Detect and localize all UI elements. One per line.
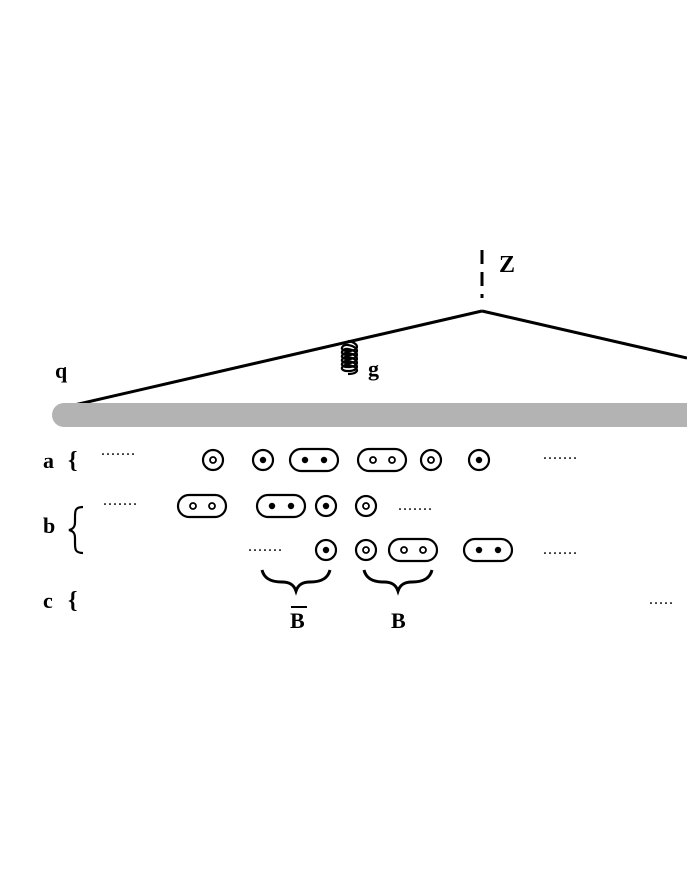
b-label: B <box>391 608 406 633</box>
row-b-lower-ellipsis-right: ....... <box>543 541 578 558</box>
row-a-ellipsis-left: ....... <box>101 442 136 459</box>
row-c-brace: { <box>68 588 77 614</box>
meson-ring-filled <box>201 448 225 472</box>
z-label: Z <box>499 252 515 278</box>
bbar-underbrace <box>260 569 332 596</box>
meson-ring-open <box>354 494 378 518</box>
row-c-ellipsis: ..... <box>649 591 674 608</box>
bbar-label: B <box>290 608 305 633</box>
meson-ring-filled <box>467 448 491 472</box>
meson-ring-open <box>419 448 443 472</box>
row-a-ellipsis-right: ....... <box>543 446 578 463</box>
row-b-brace <box>68 505 84 555</box>
row-b-label: b <box>43 513 55 538</box>
quark-line-right <box>481 309 687 360</box>
meson-ring-filled <box>314 538 338 562</box>
q-label: q <box>55 358 68 383</box>
b-underbrace <box>362 569 434 596</box>
baryon-pill-open <box>387 537 439 563</box>
row-a-brace: { <box>68 448 77 474</box>
meson-ring-filled <box>314 494 338 518</box>
baryon-pill-open <box>176 493 228 519</box>
baryon-pill-filled <box>255 493 307 519</box>
row-a-label: a <box>43 448 54 473</box>
meson-ring-filled <box>251 448 275 472</box>
gluon-spring <box>340 339 359 376</box>
meson-ring-open <box>354 538 378 562</box>
row-b-upper-ellipsis-left: ....... <box>103 492 138 509</box>
quark-line-left <box>69 309 483 408</box>
baryon-pill-filled <box>288 447 340 473</box>
row-c-label: c <box>43 588 53 613</box>
baryon-pill-filled <box>462 537 514 563</box>
g-label: g <box>368 356 379 381</box>
row-b-upper-ellipsis-right: ....... <box>398 497 433 514</box>
baryon-pill-open <box>356 447 408 473</box>
row-b-lower-ellipsis-left: ....... <box>248 538 283 555</box>
